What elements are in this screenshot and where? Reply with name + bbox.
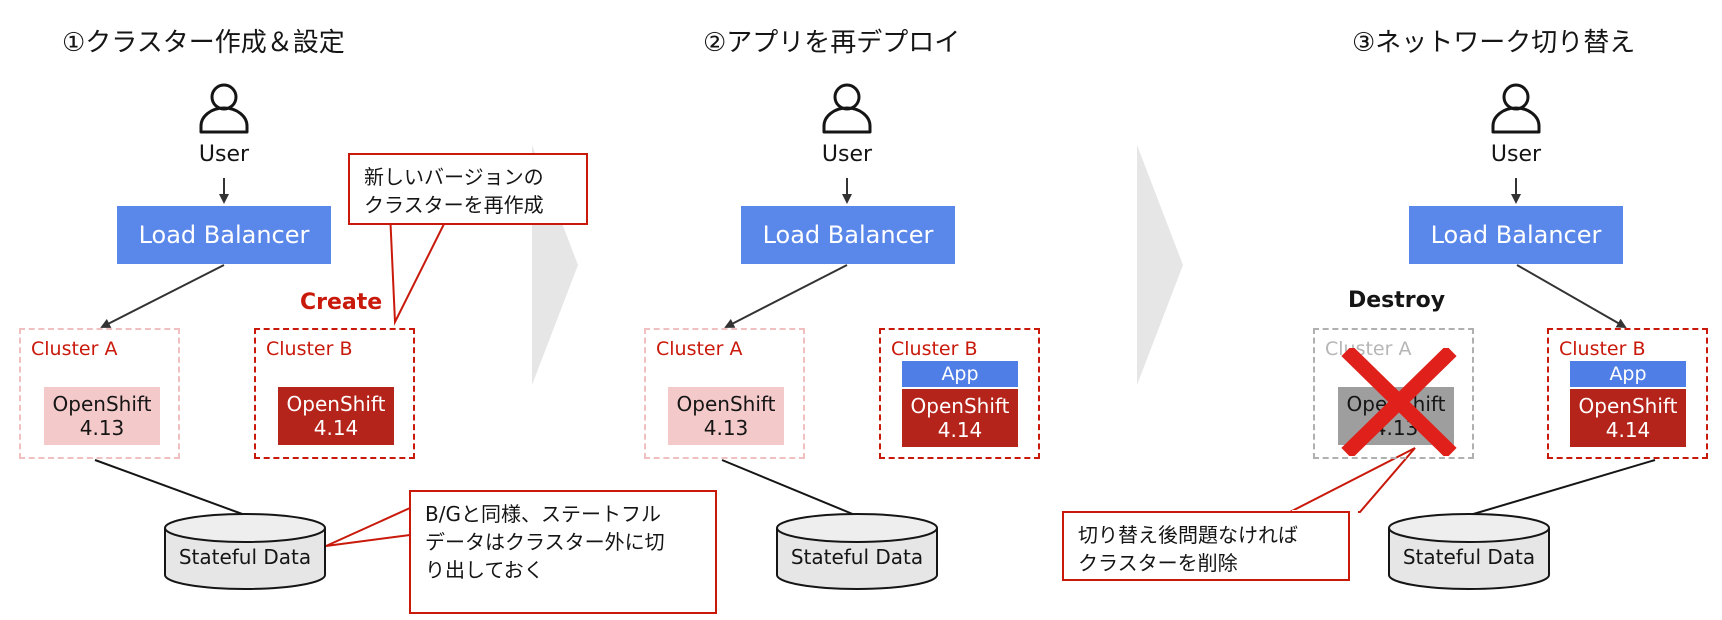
arrow-lb-to-cluster-a-1	[100, 264, 225, 328]
user-icon	[199, 83, 249, 134]
user-label: User	[821, 142, 873, 167]
callout-line: クラスターを再作成	[364, 193, 544, 217]
openshift-version: 4.14	[937, 418, 983, 442]
user-icon	[1491, 83, 1541, 134]
line-cluster-a-to-data-1	[94, 459, 246, 516]
load-balancer-box: Load Balancer	[741, 206, 955, 264]
openshift-version: 4.14	[1605, 418, 1651, 442]
callout-line: 切り替え後問題なければ	[1078, 523, 1298, 547]
cluster-b-label: Cluster B	[1559, 338, 1646, 360]
cluster-b-box	[879, 328, 1040, 459]
openshift-box: OpenShift 4.14	[278, 387, 394, 445]
line-cluster-a-to-data-2	[721, 459, 856, 516]
callout-line: データはクラスター外に切	[425, 530, 665, 554]
stateful-data-label: Stateful Data	[1402, 545, 1536, 569]
step-1-title: ①クラスター作成＆設定	[62, 28, 345, 58]
openshift-version: 4.14	[313, 416, 359, 440]
openshift-label: OpenShift	[286, 392, 386, 416]
step-2-title: ②アプリを再デプロイ	[703, 28, 961, 58]
stateful-data-label: Stateful Data	[178, 545, 312, 569]
callout-tail-recreate	[388, 211, 452, 326]
user-label: User	[1490, 142, 1542, 167]
cluster-a-box	[19, 328, 180, 459]
openshift-label: OpenShift	[1578, 394, 1678, 418]
cluster-b-label: Cluster B	[891, 338, 978, 360]
cluster-b-box	[254, 328, 415, 459]
openshift-box: OpenShift 4.13	[668, 387, 784, 445]
user-label: User	[198, 142, 250, 167]
cluster-a-box	[644, 328, 805, 459]
callout-line: クラスターを削除	[1078, 551, 1238, 575]
callout-tail-stateful	[325, 506, 411, 547]
delete-cross-icon	[1341, 348, 1457, 456]
load-balancer-box: Load Balancer	[1409, 206, 1623, 264]
cluster-a-label: Cluster A	[31, 338, 118, 360]
openshift-box: OpenShift 4.14	[902, 389, 1018, 447]
cluster-a-box	[1313, 328, 1474, 459]
callout-line: り出しておく	[425, 558, 544, 582]
step-3-title: ③ネットワーク切り替え	[1352, 28, 1636, 58]
callout-stateful: B/Gと同様、ステートフル データはクラスター外に切 り出しておく	[409, 490, 717, 614]
step-chevron-2	[1137, 145, 1183, 385]
app-box: App	[902, 361, 1018, 387]
openshift-version: 4.13	[703, 416, 749, 440]
arrow-lb-to-cluster-a-2	[724, 264, 848, 328]
cylinder-step-1	[164, 513, 326, 590]
openshift-label: OpenShift	[676, 392, 776, 416]
openshift-box: OpenShift 4.13	[44, 387, 160, 445]
load-balancer-box: Load Balancer	[117, 206, 331, 264]
callout-line: 新しいバージョンの	[364, 165, 544, 189]
cylinder-step-2	[776, 513, 938, 590]
callout-recreate: 新しいバージョンの クラスターを再作成	[348, 153, 588, 225]
create-annotation: Create	[300, 290, 383, 315]
openshift-label: OpenShift	[910, 394, 1010, 418]
openshift-box: OpenShift 4.14	[1570, 389, 1686, 447]
cylinder-step-3	[1388, 513, 1550, 590]
user-icon	[822, 83, 872, 134]
openshift-label: OpenShift	[52, 392, 152, 416]
app-box: App	[1570, 361, 1686, 387]
cluster-b-label: Cluster B	[266, 338, 353, 360]
destroy-annotation: Destroy	[1348, 288, 1446, 313]
line-cluster-b-to-data-3	[1469, 459, 1656, 516]
callout-delete: 切り替え後問題なければ クラスターを削除	[1062, 511, 1350, 581]
cluster-b-box	[1547, 328, 1708, 459]
openshift-version: 4.13	[79, 416, 125, 440]
cluster-a-label: Cluster A	[656, 338, 743, 360]
callout-line: B/Gと同様、ステートフル	[425, 502, 661, 526]
arrow-lb-to-cluster-b-3	[1516, 264, 1627, 328]
stateful-data-label: Stateful Data	[790, 545, 924, 569]
